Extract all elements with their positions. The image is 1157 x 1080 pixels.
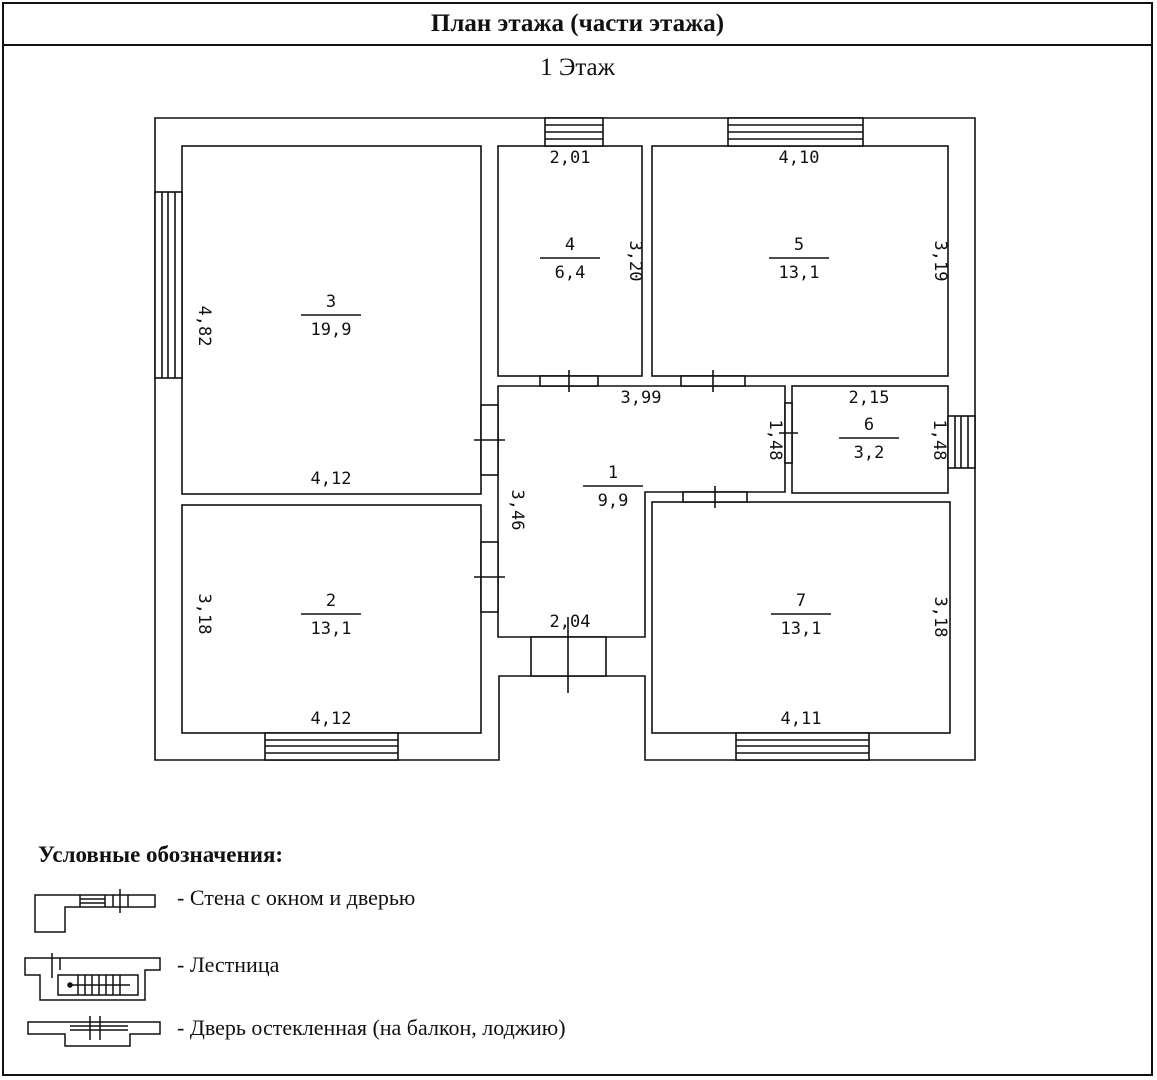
- door-room3-room1: [474, 404, 505, 476]
- window-left: [154, 191, 183, 379]
- room-4-number: 4: [565, 235, 575, 255]
- dimension-r5-height: 3,19: [930, 241, 950, 282]
- dimension-r2-height: 3,18: [194, 594, 214, 635]
- dimension-r7-width: 4,11: [781, 709, 822, 729]
- door-room2-room1: [474, 541, 505, 613]
- room-5-number: 5: [794, 235, 804, 255]
- dimension-r2-width: 4,12: [311, 709, 352, 729]
- dimension-r1-side: 1,48: [765, 420, 785, 461]
- legend-item-wall-window-door: - Стена с окном и дверью: [177, 885, 416, 910]
- window-bottom-left: [264, 732, 399, 761]
- window-top-right: [727, 117, 864, 147]
- dimension-r4-height: 3,20: [625, 241, 645, 282]
- dimension-r1-width: 3,99: [621, 388, 662, 408]
- door-room5-room1: [680, 370, 746, 392]
- glazed-door-symbol: [27, 1016, 161, 1047]
- dimension-r5-width: 4,10: [779, 148, 820, 168]
- dimension-r3-height: 4,82: [194, 306, 214, 347]
- dimension-r6-height: 1,48: [929, 420, 949, 461]
- room-3-area: 19,9: [311, 320, 352, 340]
- legend-item-glazed-door: - Дверь остекленная (на балкон, лоджию): [177, 1015, 566, 1040]
- floor-label: 1 Этаж: [540, 54, 615, 81]
- stairs-symbol: [24, 953, 161, 1001]
- room-6-number: 6: [864, 415, 874, 435]
- page-title: План этажа (части этажа): [4, 4, 1151, 46]
- door-room7-room1: [682, 486, 748, 508]
- window-bottom-right: [735, 732, 870, 761]
- room-7-number: 7: [796, 591, 806, 611]
- dimension-r3-width: 4,12: [311, 469, 352, 489]
- room-1-area: 9,9: [598, 491, 629, 511]
- legend-title: Условные обозначения:: [38, 842, 284, 867]
- room-4-area: 6,4: [555, 263, 586, 283]
- room-7-area: 13,1: [781, 619, 822, 639]
- room-3-number: 3: [326, 292, 336, 312]
- room-2-area: 13,1: [311, 619, 352, 639]
- dimension-r6-width: 2,15: [849, 388, 890, 408]
- dimension-r7-height: 3,18: [930, 597, 950, 638]
- window-top-left: [544, 117, 604, 147]
- wall-window-door-symbol: [34, 889, 156, 933]
- entrance-door: [530, 617, 607, 693]
- door-room6-room1: [779, 402, 798, 464]
- door-room4-room1: [539, 370, 599, 392]
- legend-item-stairs: - Лестница: [177, 952, 280, 977]
- dimension-r4-width: 2,01: [550, 148, 591, 168]
- dimension-r1-height: 3,46: [507, 490, 527, 531]
- room-1-outline: [497, 385, 786, 638]
- room-6-area: 3,2: [854, 443, 885, 463]
- dimension-r1-bottom: 2,04: [550, 612, 591, 632]
- room-5-area: 13,1: [779, 263, 820, 283]
- room-1-number: 1: [608, 463, 618, 483]
- room-2-number: 2: [326, 591, 336, 611]
- window-right: [947, 415, 976, 469]
